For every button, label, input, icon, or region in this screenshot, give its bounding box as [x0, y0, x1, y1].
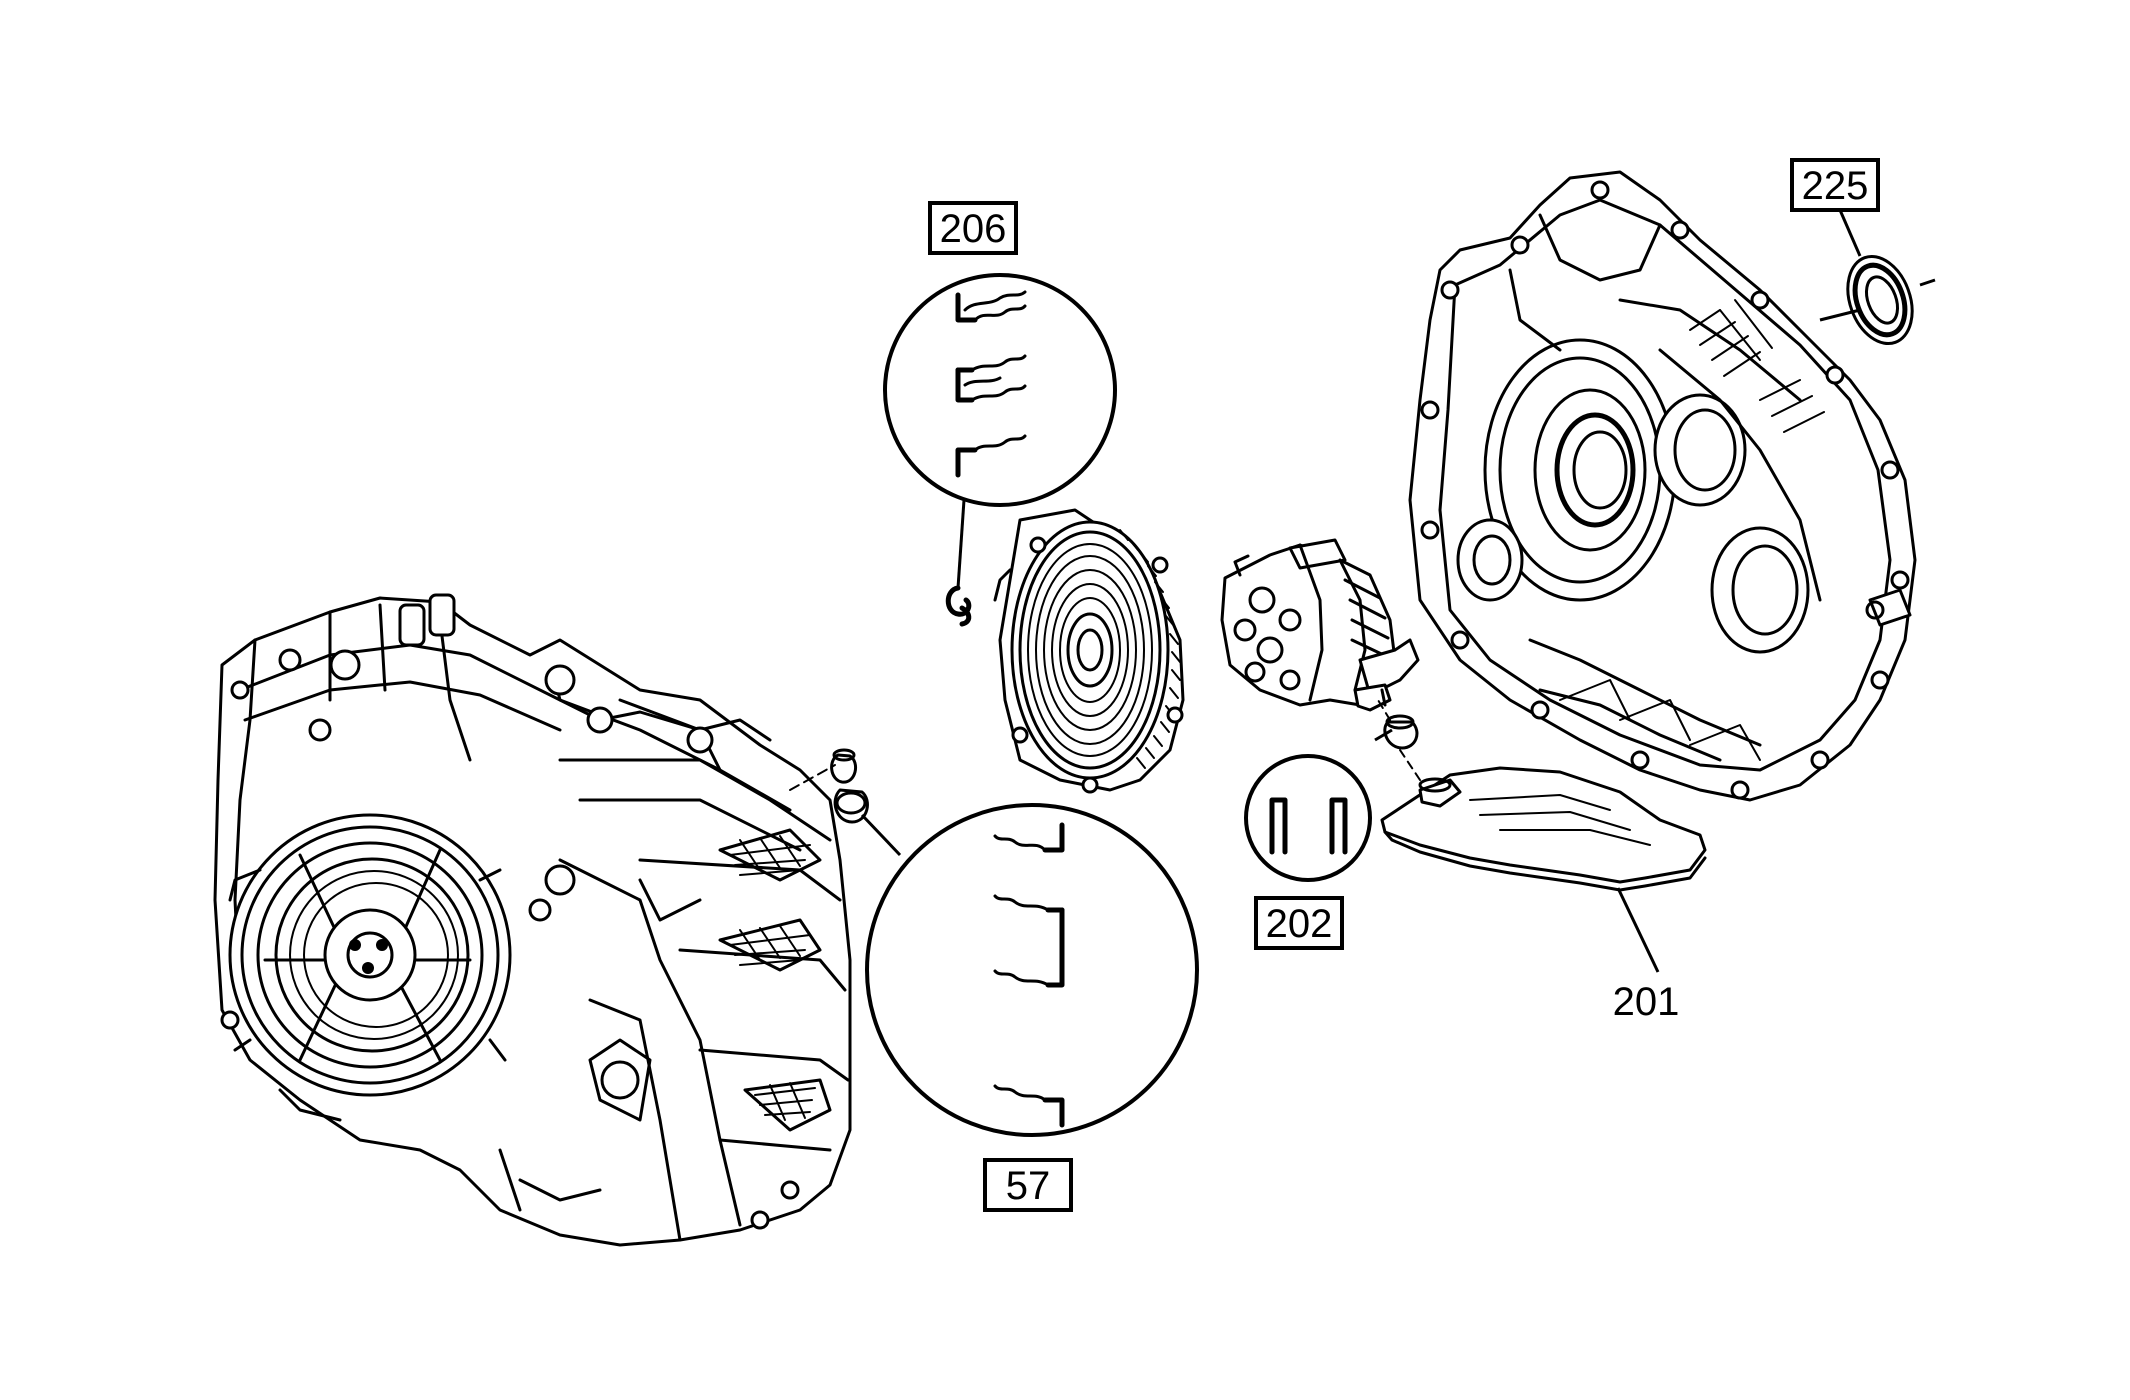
case-cover-bolt-holes	[1420, 180, 1910, 800]
axle-seal-225	[1846, 254, 1914, 346]
callout-225: 225	[1790, 158, 1880, 212]
snap-ring-206	[945, 585, 972, 627]
fluid-filter-201	[1380, 766, 1707, 892]
leader-lines	[789, 209, 1936, 973]
callout-206: 206	[928, 201, 1018, 255]
callout-201-label: 201	[1613, 980, 1680, 1024]
callout-206-label: 206	[940, 207, 1007, 251]
detail-circle-206	[883, 273, 1117, 507]
callout-225-label: 225	[1802, 164, 1869, 208]
filter-seal-202	[1383, 714, 1419, 750]
callout-202: 202	[1254, 896, 1344, 950]
callout-57: 57	[983, 1158, 1073, 1212]
torque-converter	[993, 508, 1185, 794]
detail-circle-57	[865, 803, 1199, 1137]
seal-57	[830, 748, 869, 824]
detail-circle-202	[1244, 754, 1372, 882]
valve-body-pump	[1220, 538, 1420, 712]
transmission-case-cover	[1408, 170, 1917, 802]
callout-57-label: 57	[1006, 1164, 1051, 1208]
converter-teeth	[1119, 529, 1181, 769]
torque-converter-housing-face	[228, 813, 512, 1097]
callout-202-label: 202	[1266, 902, 1333, 946]
